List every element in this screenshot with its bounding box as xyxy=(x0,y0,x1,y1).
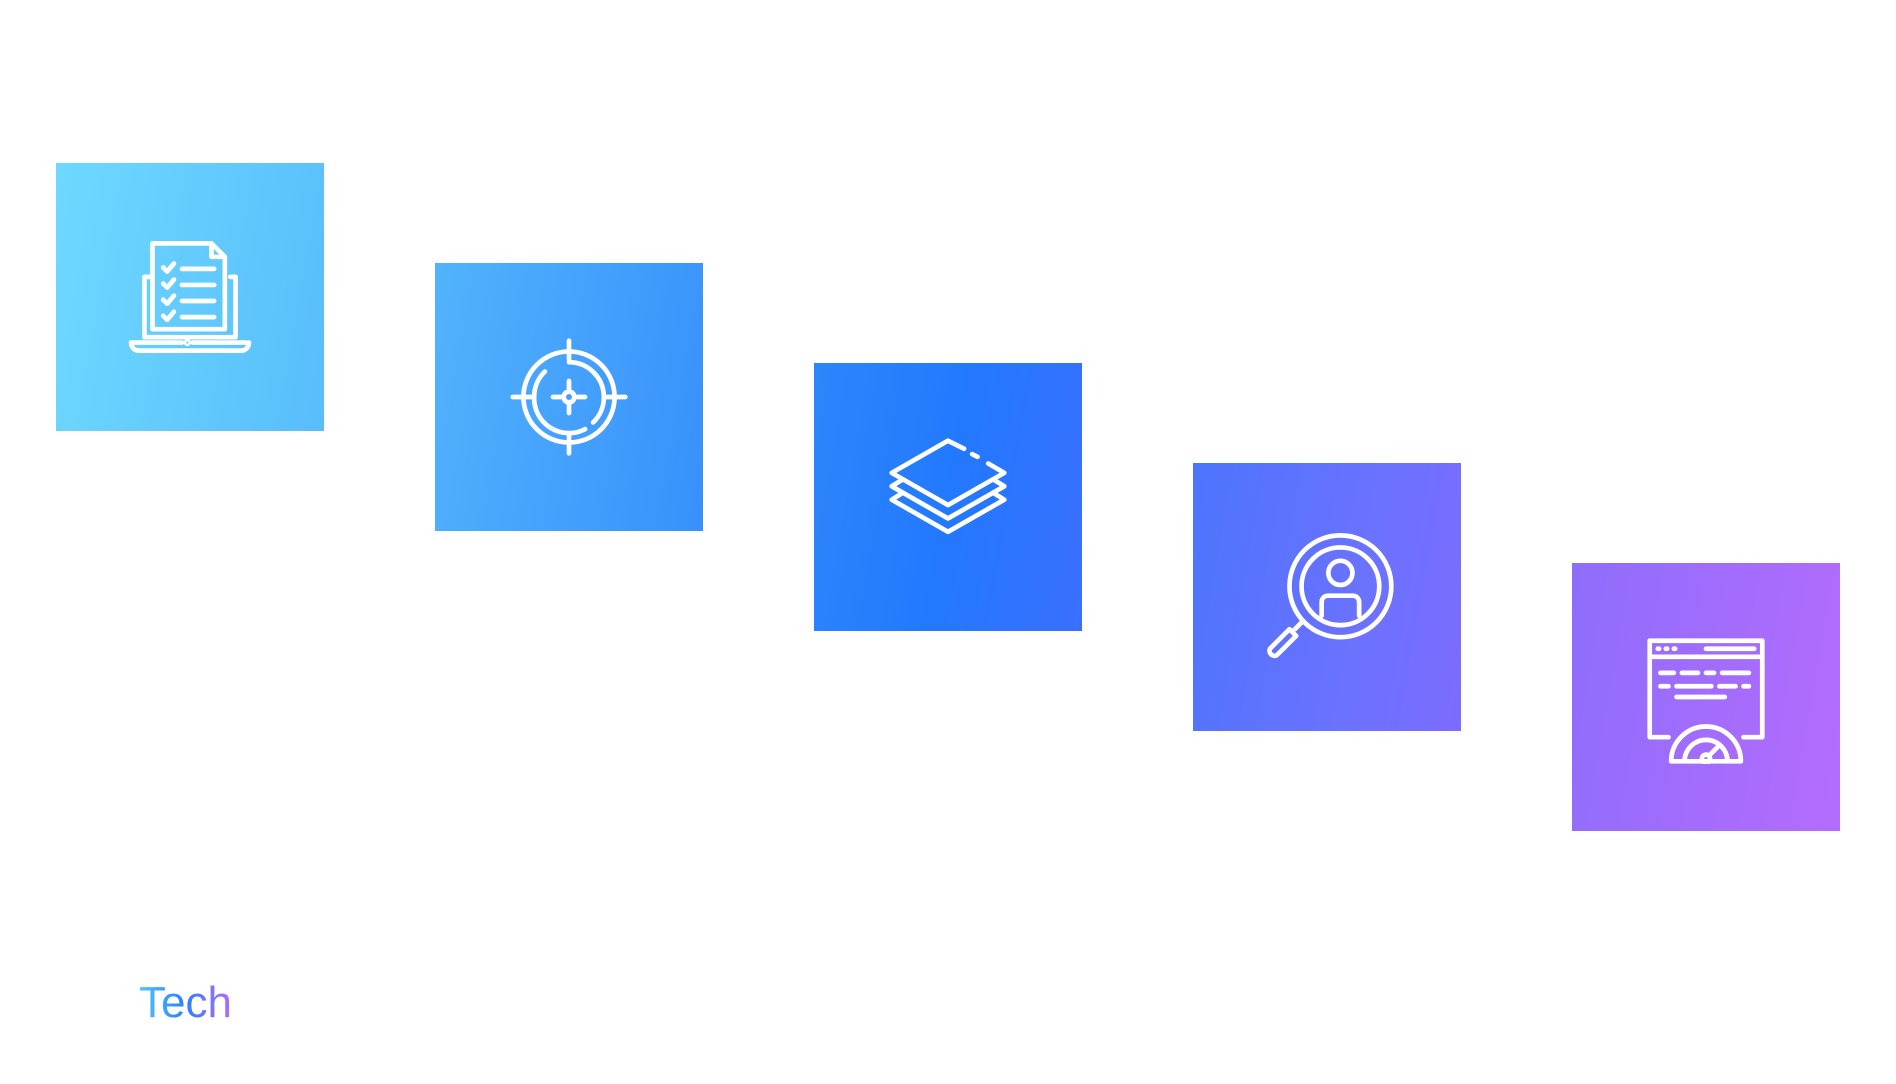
user-search-icon xyxy=(1267,533,1394,659)
tile-target xyxy=(435,263,703,531)
target-crosshair-icon xyxy=(510,338,628,456)
laptop-checklist-icon xyxy=(128,241,252,353)
tile-user-search xyxy=(1193,463,1461,731)
tile-layers xyxy=(814,363,1082,631)
tile-web-performance xyxy=(1572,563,1840,831)
brand-wordmark: Tech xyxy=(139,978,232,1027)
layers-icon xyxy=(889,438,1007,535)
tile-laptop-checklist xyxy=(56,163,324,431)
web-performance-icon xyxy=(1647,638,1765,764)
